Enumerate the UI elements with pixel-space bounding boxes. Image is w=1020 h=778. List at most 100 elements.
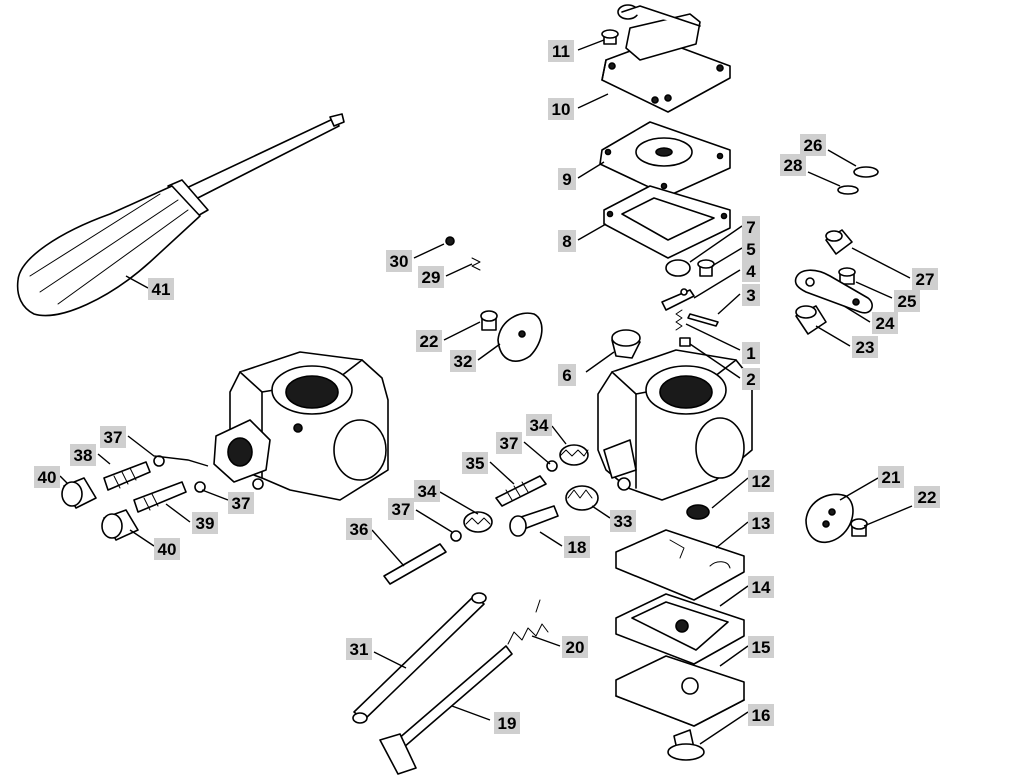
svg-text:8: 8 [562, 232, 571, 251]
callout-37-c: 37 [388, 498, 414, 520]
small-parts-metering [661, 259, 719, 347]
carburetor-body-left [213, 351, 389, 501]
svg-text:23: 23 [856, 338, 875, 357]
callout-34-right: 34 [526, 414, 552, 436]
callout-34-left: 34 [414, 480, 440, 502]
needle-screws-35-36 [383, 444, 599, 585]
callout-25: 25 [894, 290, 920, 312]
svg-text:11: 11 [552, 42, 570, 61]
rings-26-28 [837, 166, 879, 195]
callout-32: 32 [450, 350, 476, 372]
svg-text:27: 27 [916, 270, 935, 289]
svg-text:25: 25 [898, 292, 917, 311]
callout-30: 30 [386, 250, 412, 272]
callout-22-top: 22 [416, 330, 442, 352]
callout-10: 10 [548, 98, 574, 120]
part-drawings [16, 4, 879, 775]
callout-26: 26 [800, 134, 826, 156]
svg-text:9: 9 [562, 170, 571, 189]
svg-text:40: 40 [158, 540, 177, 559]
callout-15: 15 [748, 636, 774, 658]
svg-text:24: 24 [876, 314, 895, 333]
svg-text:21: 21 [882, 468, 901, 487]
callout-23: 23 [852, 336, 878, 358]
callout-21: 21 [878, 466, 904, 488]
svg-text:26: 26 [804, 136, 823, 155]
callout-35: 35 [462, 452, 488, 474]
svg-text:18: 18 [568, 538, 587, 557]
svg-text:40: 40 [38, 468, 57, 487]
svg-text:35: 35 [466, 454, 485, 473]
callout-9: 9 [558, 168, 576, 190]
callout-labels: 11 10 9 8 7 5 4 3 1 2 6 26 28 27 25 24 2… [34, 40, 940, 734]
svg-text:2: 2 [746, 370, 755, 389]
svg-text:22: 22 [420, 332, 439, 351]
pump-cover-10 [601, 4, 731, 113]
pump-diaphragm-9 [599, 121, 731, 197]
callout-36: 36 [346, 518, 372, 540]
callout-14: 14 [748, 576, 774, 598]
svg-text:31: 31 [350, 640, 369, 659]
callout-31: 31 [346, 638, 372, 660]
screw-11 [601, 29, 619, 45]
callout-16: 16 [748, 704, 774, 726]
callout-8: 8 [558, 230, 576, 252]
svg-text:5: 5 [746, 240, 755, 259]
svg-text:36: 36 [350, 520, 369, 539]
screen-6 [611, 329, 641, 359]
callout-1: 1 [742, 342, 760, 364]
callout-41: 41 [148, 278, 174, 300]
svg-text:13: 13 [752, 514, 771, 533]
callout-13: 13 [748, 512, 774, 534]
svg-text:15: 15 [752, 638, 771, 657]
svg-text:20: 20 [566, 638, 585, 657]
svg-text:37: 37 [104, 428, 123, 447]
svg-text:41: 41 [152, 280, 171, 299]
svg-text:38: 38 [74, 446, 93, 465]
svg-text:19: 19 [498, 714, 517, 733]
callout-37-b: 37 [228, 492, 254, 514]
svg-text:6: 6 [562, 366, 571, 385]
svg-text:37: 37 [500, 434, 519, 453]
choke-parts [794, 229, 873, 335]
svg-text:34: 34 [530, 416, 549, 435]
callout-22-right: 22 [914, 486, 940, 508]
svg-text:28: 28 [784, 156, 803, 175]
callout-37-d: 37 [496, 432, 522, 454]
svg-text:3: 3 [746, 286, 755, 305]
callout-11: 11 [548, 40, 574, 62]
callout-5: 5 [742, 238, 760, 260]
callout-40-b: 40 [154, 538, 180, 560]
svg-text:10: 10 [552, 100, 571, 119]
svg-text:4: 4 [746, 262, 756, 281]
svg-text:34: 34 [418, 482, 437, 501]
svg-text:37: 37 [392, 500, 411, 519]
svg-text:39: 39 [196, 514, 215, 533]
callout-27: 27 [912, 268, 938, 290]
callout-18: 18 [564, 536, 590, 558]
callout-19: 19 [494, 712, 520, 734]
callout-39: 39 [192, 512, 218, 534]
svg-text:29: 29 [422, 268, 441, 287]
shafts-31-19 [352, 592, 549, 775]
metering-stack [615, 504, 745, 761]
callout-12: 12 [748, 470, 774, 492]
svg-text:32: 32 [454, 352, 473, 371]
pump-gasket-8 [603, 185, 731, 259]
callout-33: 33 [610, 510, 636, 532]
leader-lines [59, 39, 913, 745]
svg-text:16: 16 [752, 706, 771, 725]
throttle-disc-32 [480, 310, 543, 362]
callout-24: 24 [872, 312, 898, 334]
svg-text:33: 33 [614, 512, 633, 531]
callout-4: 4 [742, 260, 760, 282]
callout-38: 38 [70, 444, 96, 466]
callout-40-a: 40 [34, 466, 60, 488]
callout-3: 3 [742, 284, 760, 306]
svg-text:30: 30 [390, 252, 409, 271]
svg-text:22: 22 [918, 488, 937, 507]
svg-text:14: 14 [752, 578, 771, 597]
callout-7: 7 [742, 216, 760, 238]
callout-37-a: 37 [100, 426, 126, 448]
